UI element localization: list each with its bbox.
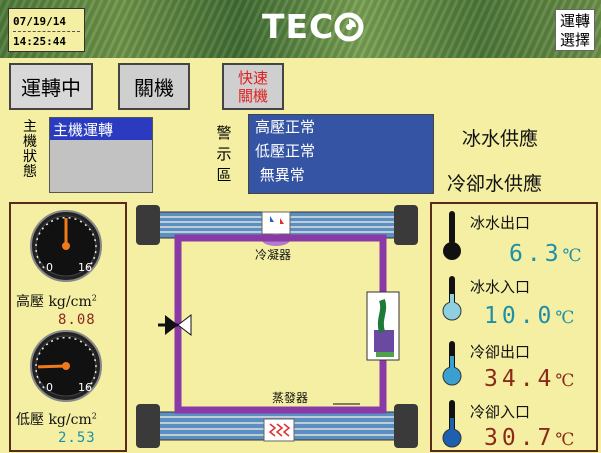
logo-swirl-icon [334,12,364,41]
refrigerant-pipe [174,234,387,414]
status-label: 主 機 狀 態 [23,119,37,180]
low-pressure-value: 2.53 [58,430,96,446]
shutdown-button[interactable]: 關機 [118,63,190,110]
alarm-message: 高壓正常 [255,118,316,136]
cooling-water-in-value: 30.7℃ [484,425,575,451]
low-pressure-label: 低壓 kg/cm2 [16,411,97,428]
mode-select-button[interactable]: 運轉 選擇 [555,9,595,51]
fast-shutdown-button[interactable]: 快速 關機 [222,63,284,110]
time-text: 14:25:44 [13,31,80,51]
machine-status-value: 主機運轉 [50,118,152,140]
svg-text:0: 0 [46,381,53,394]
chilled-water-in-value: 10.0℃ [484,303,575,329]
thermometer-icon [443,211,461,260]
date-text: 07/19/14 [13,15,66,28]
svg-text:16: 16 [78,381,92,394]
low-pressure-gauge-icon: 0 16 [30,330,102,402]
cooling-water-out-value: 34.4℃ [484,366,575,392]
expansion-valve-icon [158,313,192,337]
chilled-water-in-label: 冰水入口 [470,278,531,296]
logo-text: TEC [262,7,335,46]
svg-text:16: 16 [78,261,92,274]
thermometer-icon [442,400,462,448]
evaporator-tube [136,404,418,448]
thermometer-icon [442,276,462,321]
cooling-water-supply: 冷卻水供應 [447,173,543,195]
compressor-icon [366,291,400,361]
header-banner: 07/19/14 14:25:44 TEC 運轉 選擇 [0,0,601,58]
teco-logo: TEC [262,7,364,46]
cooling-water-out-label: 冷卻出口 [470,343,531,361]
alarm-message: 低壓正常 [255,142,316,160]
temperature-panel [430,202,598,452]
chiller-diagram [136,205,418,448]
high-pressure-value: 8.08 [58,312,96,328]
chilled-water-out-value: 6.3℃ [509,241,582,267]
high-pressure-label: 高壓 kg/cm2 [16,293,97,310]
condenser-label: 冷凝器 [255,248,292,262]
chilled-water-out-label: 冰水出口 [470,214,531,232]
high-pressure-gauge-icon: 0 16 [30,210,102,282]
alarm-message: 無異常 [255,166,305,184]
machine-status-box: 主機運轉 [49,117,153,193]
alarm-display: 高壓正常 低壓正常 無異常 [248,114,434,194]
datetime-display: 07/19/14 14:25:44 [8,8,85,52]
chilled-water-supply: 冰水供應 [462,128,539,150]
evaporator-label: 蒸發器 [272,391,309,405]
alarm-label: 警 示 區 [216,124,232,184]
thermometer-icon [442,341,462,386]
svg-text:0: 0 [46,261,53,274]
running-button[interactable]: 運轉中 [9,63,93,110]
cooling-water-in-label: 冷卻入口 [470,403,531,421]
pressure-panel [9,202,127,452]
